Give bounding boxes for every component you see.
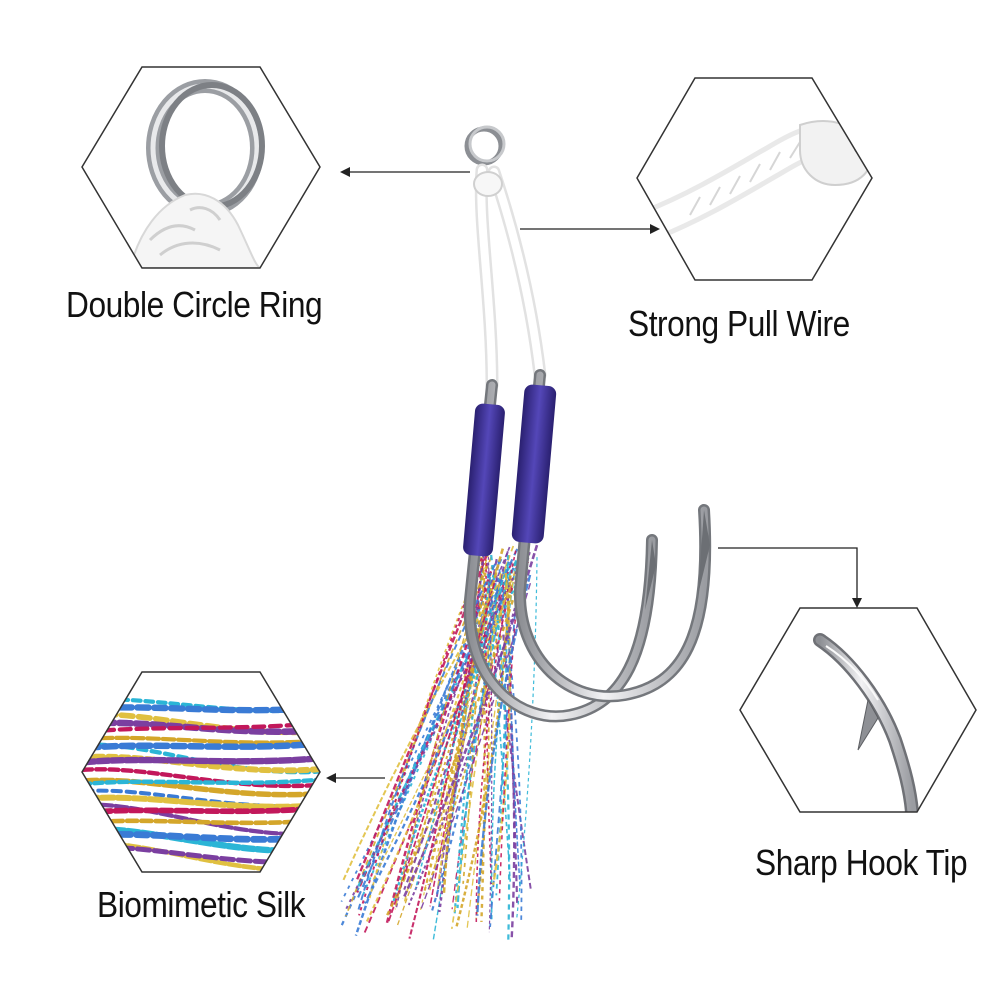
sharp-hook-tip-label: Sharp Hook Tip: [755, 842, 968, 883]
tinsel-strand: [437, 571, 517, 886]
strong-pull-wire-label: Strong Pull Wire: [628, 303, 850, 344]
tinsel-strand-closeup: [82, 735, 320, 745]
pull-wire-closeup: [637, 120, 872, 242]
tinsel-strand: [402, 544, 539, 900]
tinsel-strand-closeup: [82, 754, 320, 768]
tinsel-strand-closeup: [82, 804, 320, 818]
tinsel-strand-closeup: [82, 739, 320, 754]
hook-back: [463, 379, 658, 723]
tinsel-strand: [402, 565, 493, 882]
tinsel-strand: [462, 557, 483, 884]
tinsel-strand-closeup: [82, 777, 320, 798]
tinsel-skirt: [340, 544, 539, 940]
tinsel-strand: [515, 557, 538, 920]
tinsel-strand: [420, 582, 532, 911]
hook-tip-closeup: [813, 633, 919, 812]
tip-closeup-hexagon: [739, 607, 977, 813]
tinsel-strand: [487, 545, 493, 933]
tinsel-strand: [363, 567, 515, 904]
silk-closeup-hexagon: [81, 671, 321, 873]
tinsel-strand: [430, 577, 500, 912]
thread-wrap-back: [463, 403, 505, 557]
tinsel-strand: [497, 560, 523, 922]
tinsel-strand: [387, 582, 496, 924]
silk-callout-arrow: [326, 773, 385, 783]
tinsel-strand: [422, 564, 488, 894]
tinsel-strand: [485, 563, 493, 885]
tinsel-strand: [480, 551, 486, 922]
wire-callout-arrow: [520, 224, 660, 234]
tinsel-strand: [395, 546, 511, 910]
biomimetic-silk-label: Biomimetic Silk: [97, 884, 306, 925]
tinsel-strand: [476, 574, 532, 916]
tinsel-strand: [363, 561, 513, 935]
tinsel-strand: [442, 548, 505, 895]
tinsel-strand: [372, 550, 529, 881]
tinsel-strand: [492, 572, 511, 886]
tinsel-strand: [341, 584, 499, 882]
tinsel-strand: [475, 561, 490, 919]
tinsel-strand-closeup: [82, 767, 320, 789]
tip-callout-arrow: [718, 547, 862, 608]
tinsel-strand: [414, 562, 509, 890]
tinsel-strand: [344, 557, 525, 911]
assist-hook-product: [463, 125, 712, 723]
split-ring: [464, 125, 506, 166]
hook-front: [513, 369, 712, 703]
tinsel-strand: [385, 570, 493, 925]
tinsel-strand: [356, 559, 518, 890]
tinsel-strand-closeup: [82, 703, 320, 715]
ring-callout-arrow: [340, 167, 470, 177]
tinsel-strand-closeup: [82, 776, 320, 788]
tinsel-strand: [490, 560, 517, 920]
tinsel-strand: [453, 576, 492, 916]
tinsel-strand-closeup: [82, 825, 320, 855]
split-ring-closeup: [128, 79, 265, 268]
ring-closeup-hexagon: [81, 66, 321, 269]
thread-wrap-front: [511, 384, 557, 544]
tinsel-strand-closeup: [82, 831, 320, 843]
double-circle-ring-label: Double Circle Ring: [66, 284, 323, 325]
pull-wire-cord: [473, 163, 547, 392]
tinsel-strand: [408, 558, 485, 939]
wire-closeup-hexagon: [636, 77, 873, 281]
